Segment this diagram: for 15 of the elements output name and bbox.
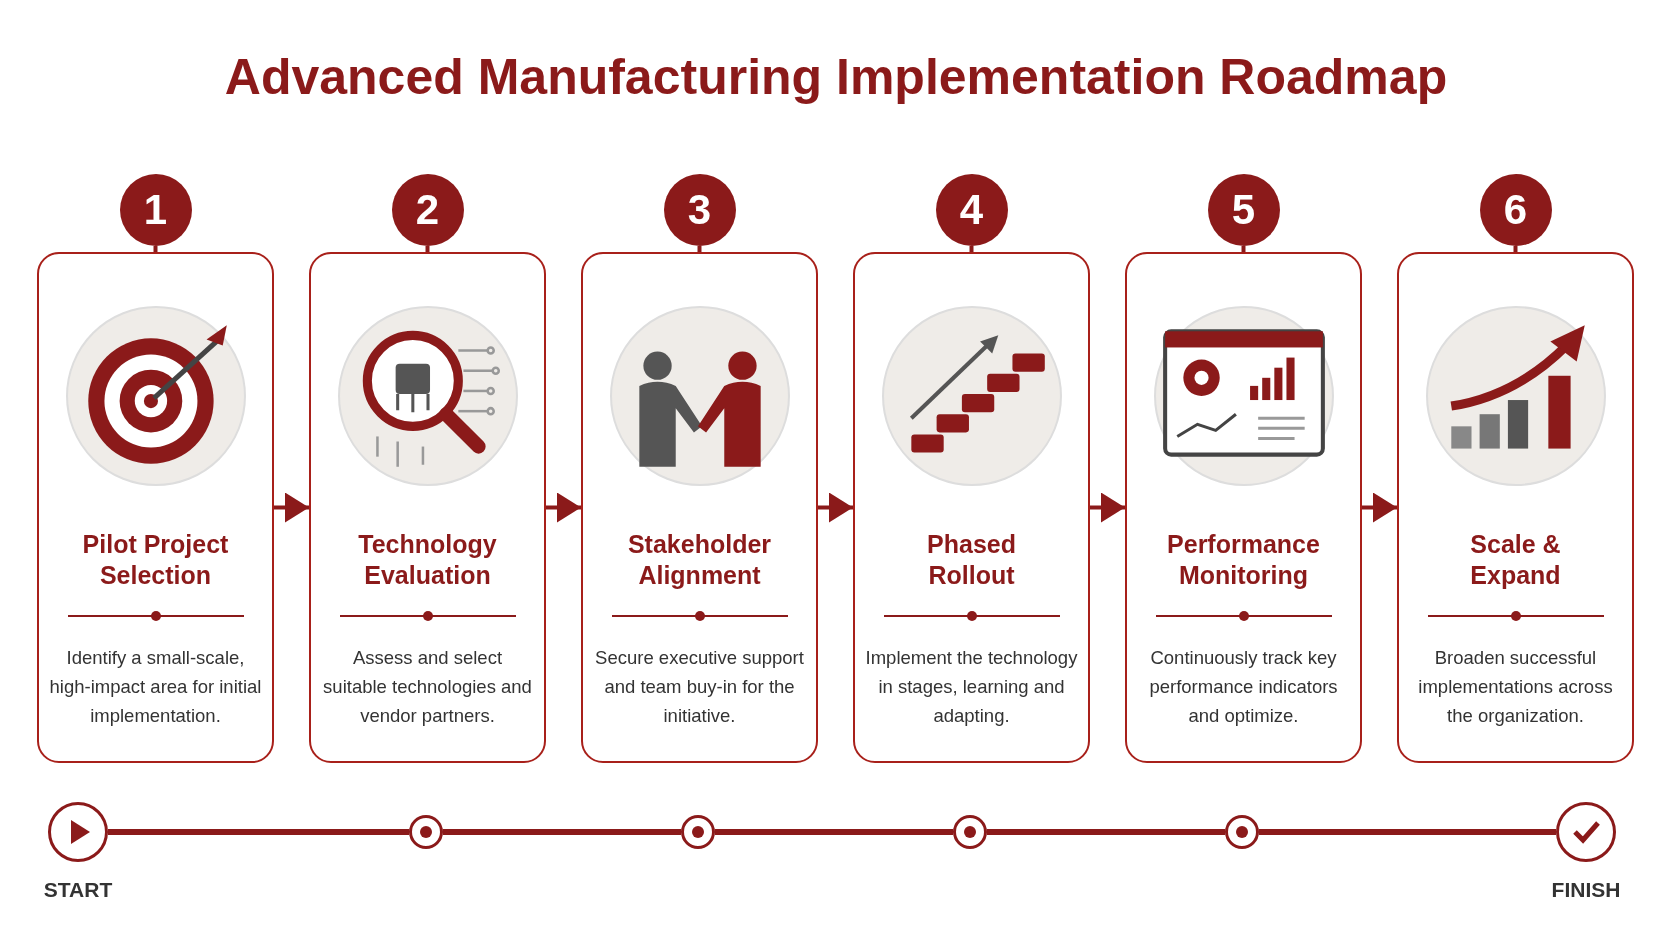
step-description: Implement the technology in stages, learning and adapting. [865, 646, 1078, 728]
timeline-label: START [42, 878, 114, 902]
step-heading: Pilot Project Selection [81, 529, 230, 591]
step-description: Secure executive support and team buy-in for the initiative. [594, 646, 805, 728]
step-description: Broaden successful implementations across the organization. [1417, 646, 1614, 728]
step-heading: Performance Monitoring [1166, 529, 1321, 591]
step-description: Assess and select suitable technologies and vendor partners. [322, 646, 533, 728]
timeline-label: FINISH [1550, 878, 1622, 902]
step-description: Identify a small-scale, high-impact area for initial implementation. [49, 646, 262, 728]
title: Advanced Manufacturing Implementation Roadmap [224, 49, 1448, 105]
step-description: Continuously track key performance indicators and optimize. [1148, 646, 1339, 728]
step-heading: Technology Evaluation [357, 529, 498, 591]
step-heading: Phased Rollout [926, 529, 1017, 591]
step-heading: Stakeholder Alignment [626, 529, 773, 591]
step-heading: Scale & Expand [1469, 529, 1562, 591]
